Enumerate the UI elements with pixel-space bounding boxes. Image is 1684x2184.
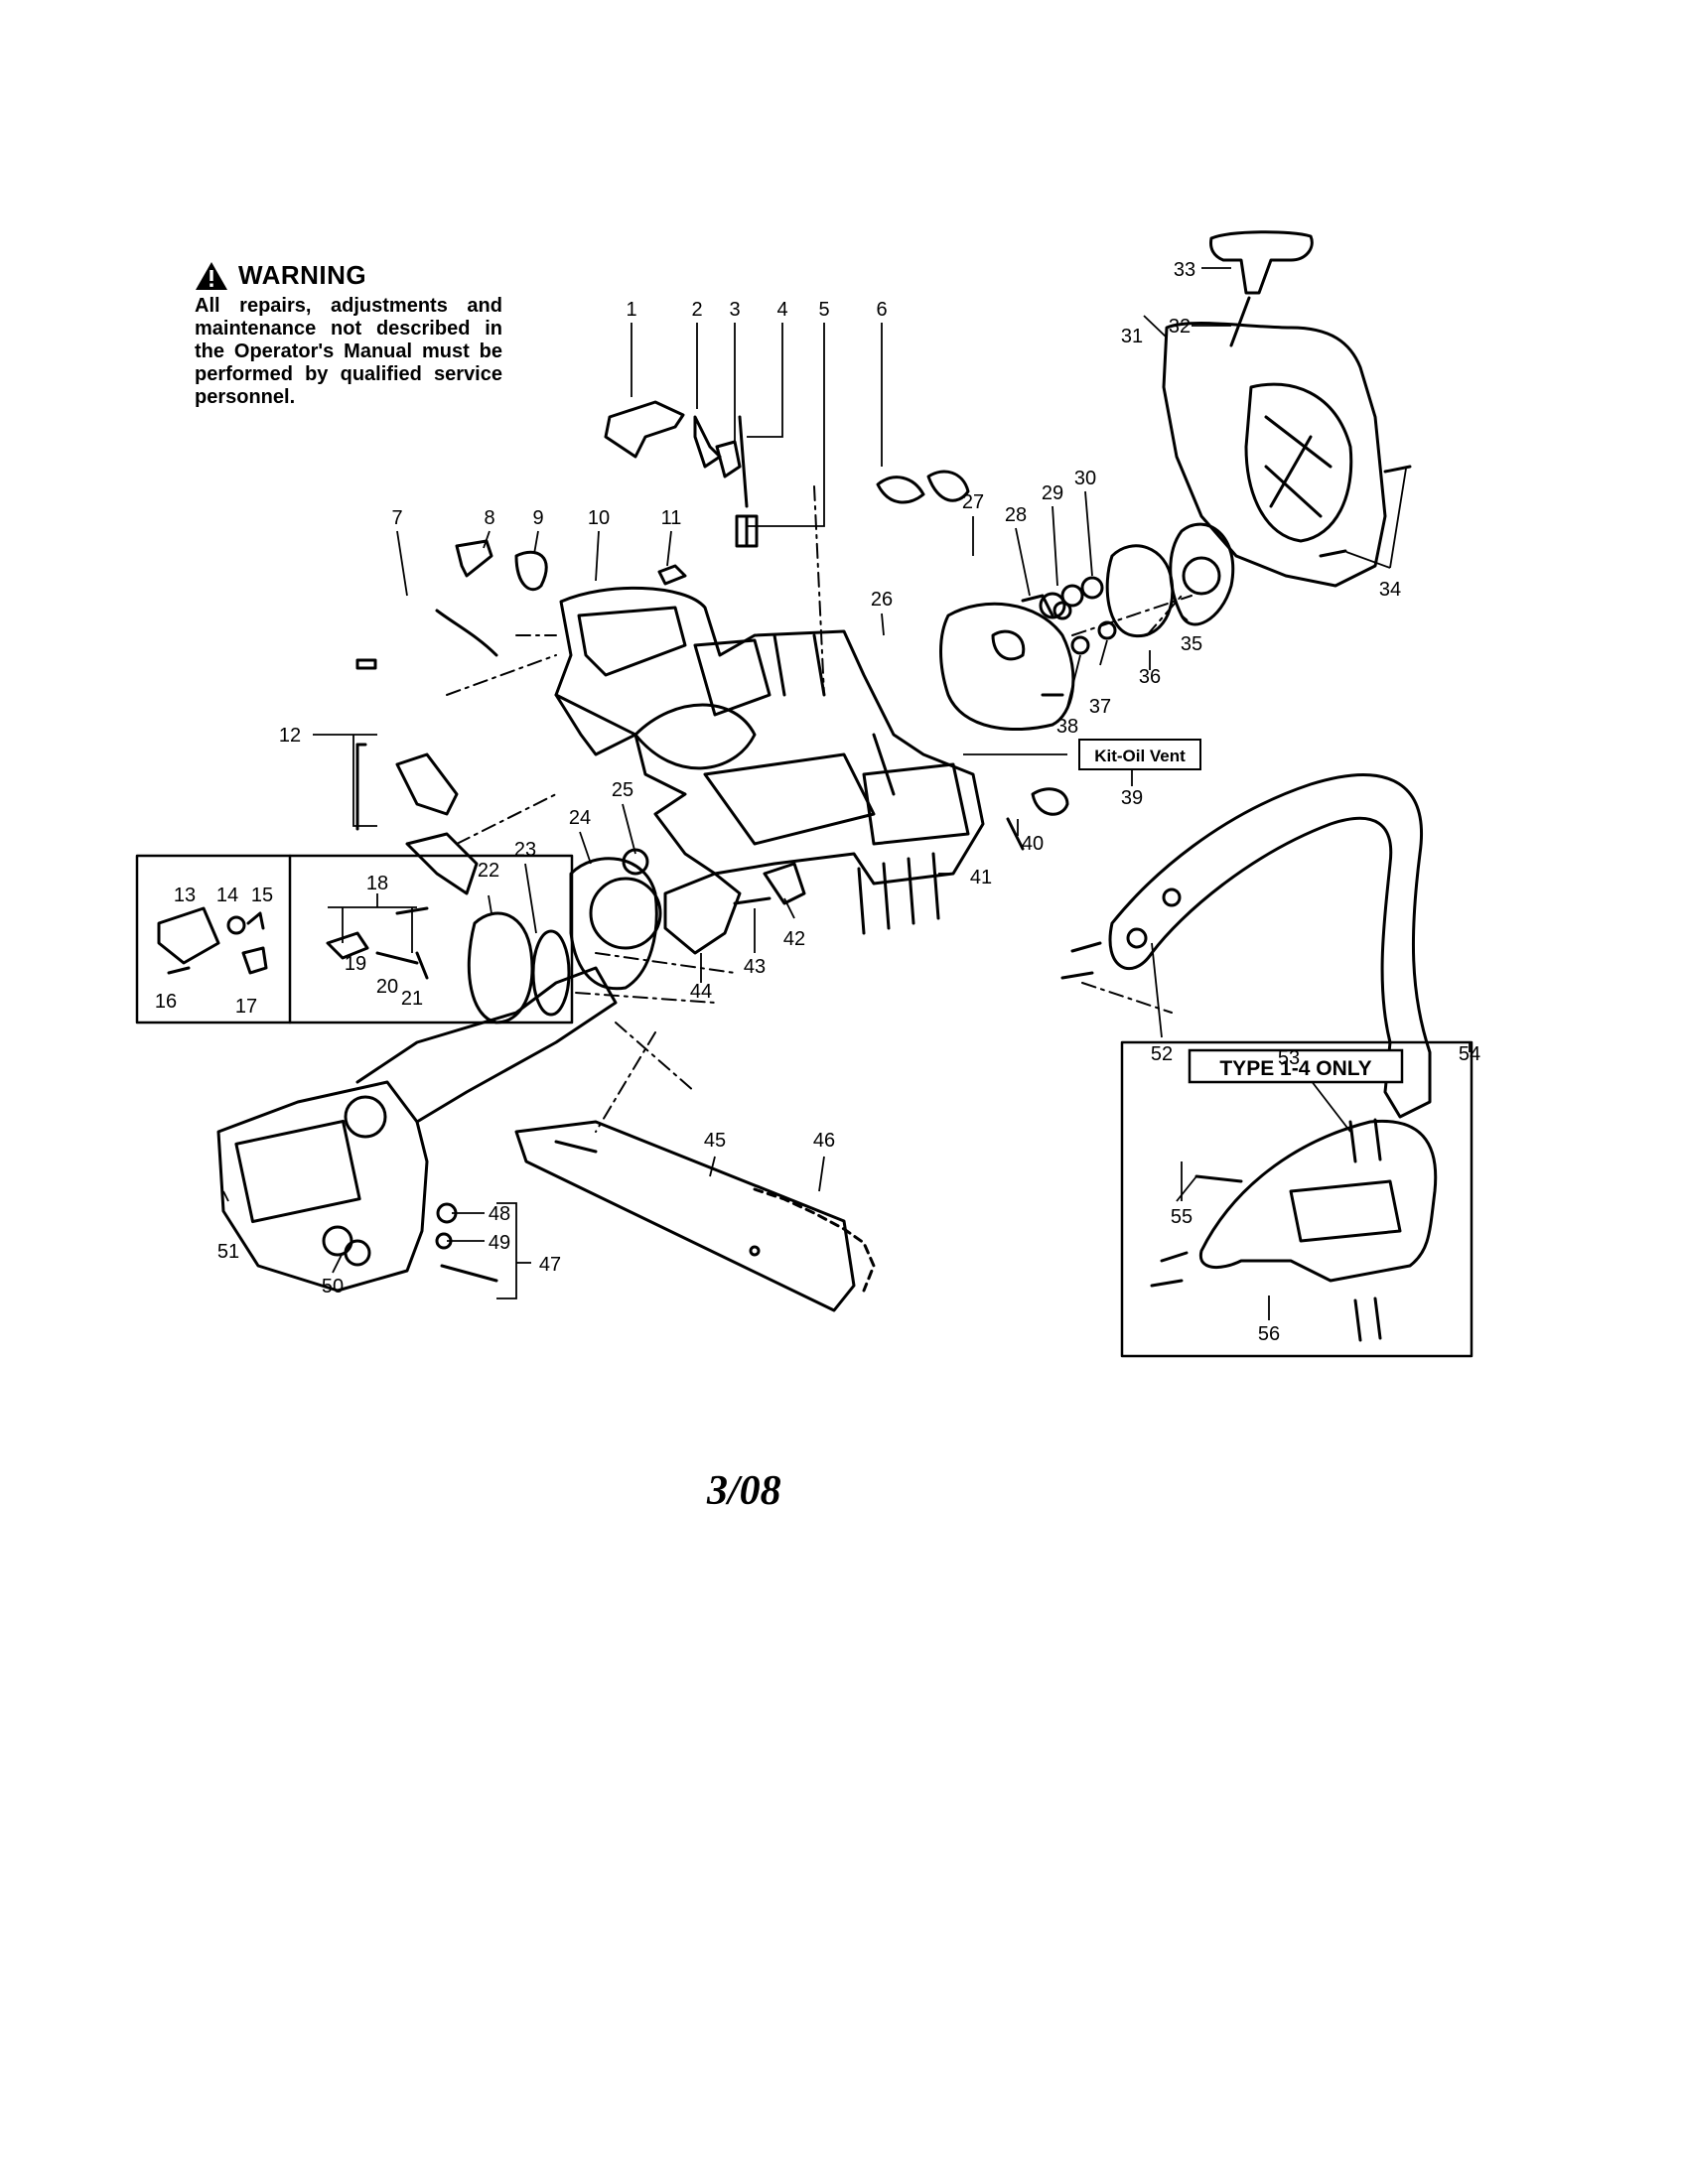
type-box-label: TYPE 1-4 ONLY: [1219, 1057, 1371, 1080]
sprocket-cover-part: [216, 966, 618, 1293]
callout-17: 17: [235, 996, 257, 1018]
callout-19: 19: [345, 953, 366, 975]
callout-42: 42: [783, 928, 805, 950]
callout-49: 49: [489, 1232, 510, 1254]
callout-5: 5: [818, 299, 829, 321]
callout-15: 15: [251, 885, 273, 906]
starter-housing-part: [1162, 322, 1387, 588]
callout-51: 51: [217, 1241, 239, 1263]
callout-31: 31: [1121, 326, 1143, 347]
callout-55: 55: [1171, 1206, 1193, 1228]
callout-21: 21: [401, 988, 423, 1010]
top-small-parts: [604, 400, 970, 548]
callout-4: 4: [776, 299, 787, 321]
starter-pulley-part: [1105, 522, 1235, 638]
callout-8: 8: [484, 507, 494, 529]
warning-heading: WARNING: [195, 260, 502, 291]
callout-33: 33: [1174, 259, 1195, 281]
callout-3: 3: [729, 299, 740, 321]
flywheel-part: [939, 594, 1075, 731]
callout-35: 35: [1181, 633, 1202, 655]
callout-32: 32: [1169, 316, 1191, 338]
warning-triangle-icon: [196, 261, 227, 290]
callout-45: 45: [704, 1130, 726, 1152]
callout-12: 12: [279, 725, 301, 747]
front-handle-part: [1060, 773, 1432, 1163]
callout-27: 27: [962, 491, 984, 513]
callout-7: 7: [391, 507, 402, 529]
inset-box-parts: [135, 854, 574, 1024]
kit-oil-vent-box: [1078, 739, 1201, 770]
callout-26: 26: [871, 589, 893, 611]
callout-39: 39: [1121, 787, 1143, 809]
callout-38: 38: [1056, 716, 1078, 738]
callout-50: 50: [322, 1276, 344, 1297]
callout-48: 48: [489, 1203, 510, 1225]
callout-36: 36: [1139, 666, 1161, 688]
callout-22: 22: [478, 860, 499, 882]
starter-grip-part: [1209, 230, 1314, 347]
callout-18: 18: [366, 873, 388, 894]
type-box: [1120, 1040, 1474, 1358]
washer-part: [1039, 592, 1066, 619]
kit-oil-vent-label: Kit-Oil Vent: [1094, 747, 1186, 765]
callout-23: 23: [514, 839, 536, 861]
callout-14: 14: [216, 885, 238, 906]
warning-notice: WARNING All repairs, adjustments and mai…: [195, 260, 502, 409]
chain-brake-part: [663, 872, 742, 955]
callout-16: 16: [155, 991, 177, 1013]
clutch-parts: [467, 848, 662, 1024]
callout-11: 11: [661, 507, 682, 529]
callout-30: 30: [1074, 468, 1096, 489]
callout-20: 20: [376, 976, 398, 998]
callout-41: 41: [970, 867, 992, 888]
date-code: 3/08: [707, 1468, 781, 1514]
callout-52: 52: [1151, 1043, 1173, 1065]
callout-34: 34: [1379, 579, 1401, 601]
callout-54: 54: [1459, 1043, 1480, 1065]
callout-25: 25: [612, 779, 633, 801]
callout-2: 2: [691, 299, 702, 321]
callout-44: 44: [690, 981, 712, 1003]
callout-24: 24: [569, 807, 591, 829]
callout-40: 40: [1022, 833, 1044, 855]
callout-46: 46: [813, 1130, 835, 1152]
callout-43: 43: [744, 956, 766, 978]
handle-parts: [355, 539, 687, 915]
callout-10: 10: [588, 507, 610, 529]
callout-29: 29: [1042, 482, 1063, 504]
callout-47: 47: [539, 1254, 561, 1276]
warning-text: All repairs, adjustments and maintenance…: [195, 295, 502, 408]
guide-bar-part: [514, 1120, 856, 1312]
callout-1: 1: [626, 299, 636, 321]
callout-9: 9: [532, 507, 543, 529]
warning-title: WARNING: [238, 260, 367, 290]
saw-chain-part: [753, 1187, 876, 1293]
housing-part: [554, 586, 985, 886]
callout-13: 13: [174, 885, 196, 906]
callout-28: 28: [1005, 504, 1027, 526]
callout-53: 53: [1278, 1047, 1300, 1069]
callout-56: 56: [1258, 1323, 1280, 1345]
callout-37: 37: [1089, 696, 1111, 718]
callout-6: 6: [876, 299, 887, 321]
